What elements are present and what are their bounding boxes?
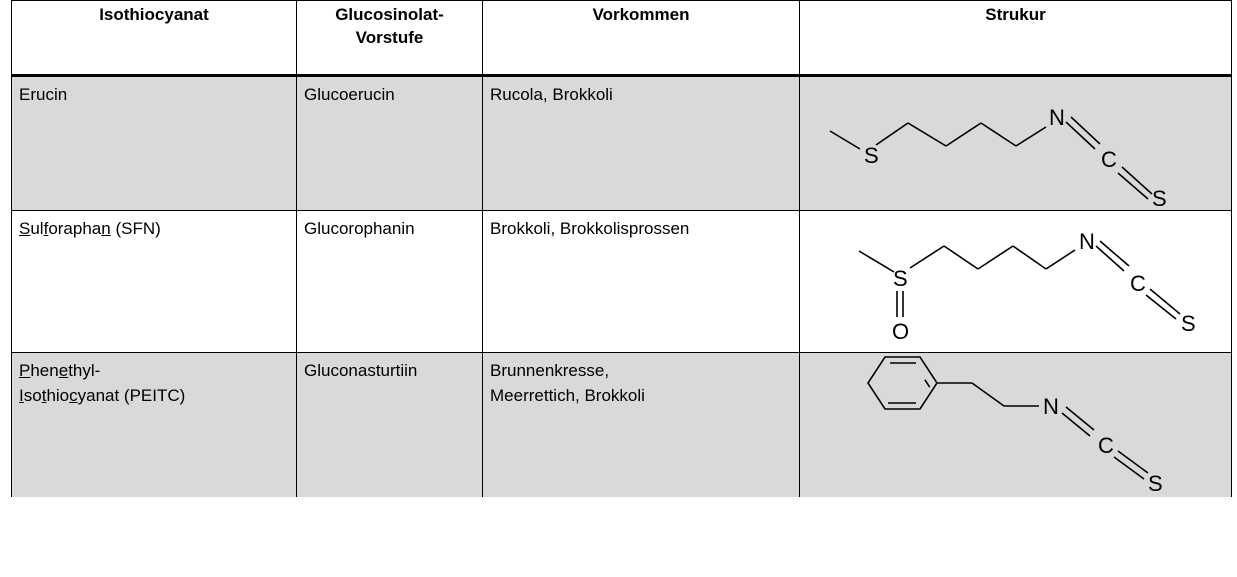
name-part: ul [30,219,44,238]
atom-c: C [1101,147,1117,172]
cell-vorkommen: Brokkoli, Brokkolisprossen [482,210,800,353]
atom-o: O [892,319,909,344]
name-part: S [19,219,31,238]
header-vorkommen: Vorkommen [482,0,800,77]
atom-s: S [1152,186,1167,210]
name-part: (SFN) [110,219,161,238]
sulforaphan-structure-diagram: S O N C S [858,229,1196,344]
table-row: Sulforaphan (SFN) Glucorophanin Brokkoli… [11,210,1232,353]
atom-s: S [893,266,908,291]
cell-name: Sulforaphan (SFN) [11,210,297,353]
name-part: hen [30,361,59,380]
cell-vorstufe: Glucoerucin [296,75,483,211]
name-part: a [91,219,102,238]
header-row: Isothiocyanat Glucosinolat- Vorstufe Vor… [11,0,1232,77]
atom-n: N [1079,229,1095,254]
peitc-structure-diagram: N C S [867,356,1163,496]
table-row: Erucin Glucoerucin Rucola, Brokkoli S [11,75,1232,211]
erucin-structure-diagram: S N C S [829,105,1167,210]
name-part: P [19,361,31,380]
vorkommen-line: Meerrettich, Brokkoli [490,386,645,405]
table-row: Phenethyl- Isothiocyanat (PEITC) Glucona… [11,352,1232,497]
header-isothiocyanat: Isothiocyanat [11,0,297,77]
header-vorstufe-line1: Glucosinolat- [335,5,444,24]
vorkommen-line: Brunnenkresse, [490,361,610,380]
header-vorstufe: Glucosinolat- Vorstufe [296,0,483,77]
cell-structure: S N C S [799,75,1232,211]
cell-name: Phenethyl- Isothiocyanat (PEITC) [11,352,297,497]
name-part: Erucin [19,85,68,104]
name-part: so [23,386,42,405]
name-part: oraph [48,219,92,238]
cell-vorstufe: Glucorophanin [296,210,483,353]
name-part: thyl- [68,361,101,380]
name-part: f [43,219,49,238]
isothiocyanate-table: Isothiocyanat Glucosinolat- Vorstufe Vor… [11,0,1232,497]
header-vorstufe-line2: Vorstufe [355,28,424,47]
cell-name: Erucin [11,75,297,211]
atom-n: N [1043,394,1059,419]
header-struktur: Strukur [799,0,1232,77]
atom-s: S [864,143,879,168]
atom-s: S [1181,311,1196,336]
cell-vorstufe: Gluconasturtiin [296,352,483,497]
name-part: I [19,386,24,405]
name-part: yanat (PEITC) [77,386,186,405]
atom-c: C [1098,433,1114,458]
atom-c: C [1130,271,1146,296]
atom-n: N [1049,105,1065,130]
cell-structure: N C S [799,352,1232,497]
cell-structure: S O N C S [799,210,1232,353]
cell-vorkommen: Rucola, Brokkoli [482,75,800,211]
name-part: n [101,219,111,238]
name-part: e [58,361,69,380]
cell-vorkommen: Brunnenkresse, Meerrettich, Brokkoli [482,352,800,497]
atom-s: S [1148,471,1163,496]
name-part: c [69,386,78,405]
name-part: t [41,386,47,405]
name-part: hio [46,386,70,405]
